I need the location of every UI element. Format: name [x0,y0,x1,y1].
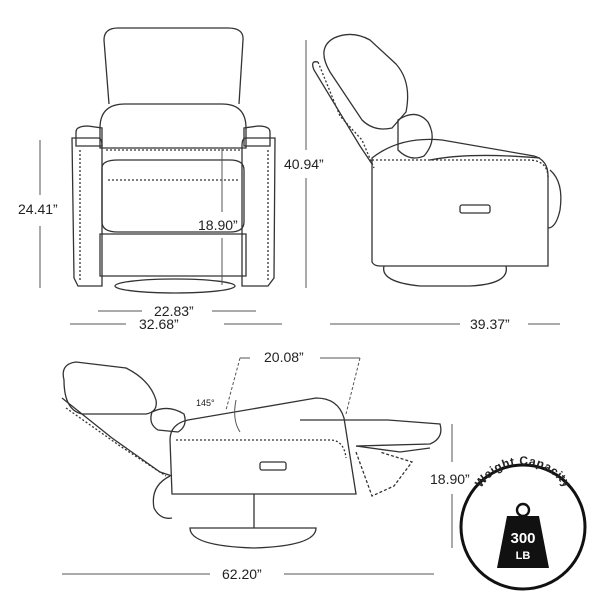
reclined-view-chair [61,361,442,549]
front-dimension-lines [39,140,282,325]
side-dimension-lines [305,40,560,325]
weight-capacity-badge: Weight Capacity 300 LB [459,454,587,591]
front-overall-width-label: 32.68” [139,316,179,332]
reclined-length-label: 62.20” [222,566,262,582]
side-height-label: 40.94” [284,156,324,172]
reclined-height-label: 18.90” [430,471,470,487]
badge-value: 300 [510,530,535,547]
badge-unit: LB [516,550,531,562]
front-seat-width-label: 22.83” [154,303,194,319]
reclined-angle-label: 145° [196,398,215,408]
reclined-dimension-lines [62,357,453,575]
front-seat-height-label: 18.90” [198,217,238,233]
side-view-chair [312,33,562,287]
front-view-chair [71,27,276,294]
weight-icon [497,502,549,568]
side-depth-label: 39.37” [470,316,510,332]
front-arm-height-label: 24.41” [18,201,58,217]
reclined-footrest-label: 20.08” [264,349,304,365]
